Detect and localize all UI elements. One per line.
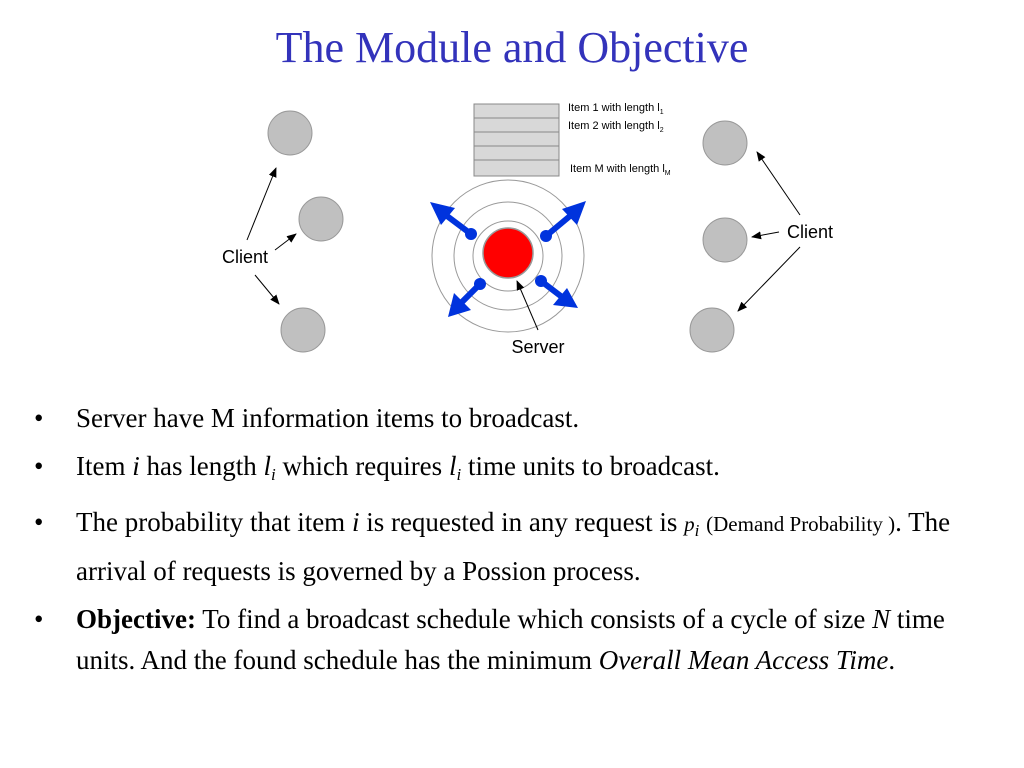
slide-title: The Module and Objective [275, 23, 749, 72]
bullet-symbol: • [34, 604, 44, 634]
server-pointer [516, 280, 539, 331]
broadcast-diagram: Item 1 with length l1 Item 2 with length… [222, 102, 833, 357]
client-label-right: Client [787, 222, 833, 242]
item-stack [473, 103, 560, 177]
bullet-item: • Server have M information items to bro… [34, 398, 994, 439]
server-node [482, 227, 534, 279]
server-label: Server [511, 337, 564, 357]
bullet-item: • The probability that item i is request… [34, 502, 994, 592]
client-node [280, 307, 326, 353]
item-bar [473, 131, 560, 147]
broadcast-rings [431, 179, 585, 333]
item-bar [473, 145, 560, 161]
bullet-item: • Item i has length li which requires li… [34, 446, 994, 495]
item-bar [473, 103, 560, 119]
item-1-label: Item 1 with length l1 [568, 102, 664, 116]
left-client-pointers [246, 167, 297, 305]
client-label-left: Client [222, 247, 268, 267]
client-node [702, 120, 748, 166]
client-node [267, 110, 313, 156]
client-node [689, 307, 735, 353]
bullet-symbol: • [34, 403, 44, 433]
right-client-pointers [737, 151, 801, 312]
bullet-item: • Objective: To find a broadcast schedul… [34, 599, 994, 681]
item-bar [473, 117, 560, 133]
bullet-list: • Server have M information items to bro… [34, 398, 994, 688]
bullet-symbol: • [34, 507, 44, 537]
item-bar [473, 159, 560, 177]
item-m-label: Item M with length lM [570, 163, 671, 177]
broadcast-arrows [430, 201, 586, 317]
item-2-label: Item 2 with length l2 [568, 120, 664, 134]
client-node [298, 196, 344, 242]
bullet-symbol: • [34, 451, 44, 481]
client-node [702, 217, 748, 263]
